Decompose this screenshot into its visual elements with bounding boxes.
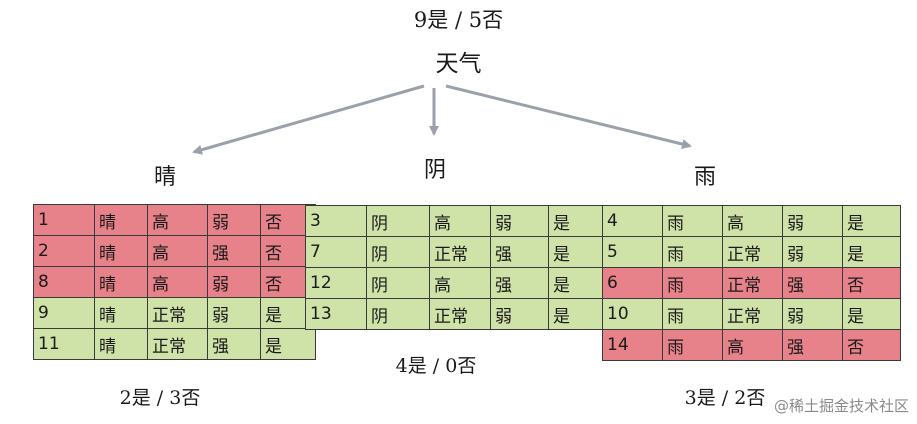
table-cell: 正常: [147, 328, 208, 360]
branch-label-rain: 雨: [693, 165, 716, 190]
table-cell: 雨: [662, 205, 723, 237]
table-cell: 正常: [722, 298, 783, 330]
table-cell: 是: [548, 298, 604, 330]
table-cell: 2: [33, 235, 95, 267]
table-cell: 晴: [94, 235, 148, 267]
table-cell: 弱: [207, 204, 261, 236]
table-cell: 高: [429, 205, 491, 237]
table-cell: 阴: [366, 298, 430, 330]
table-cell: 阴: [366, 205, 430, 237]
table-cell: 10: [602, 298, 663, 330]
table-cell: 强: [782, 329, 843, 361]
table-cell: 4: [602, 205, 663, 237]
table-cell: 弱: [207, 266, 261, 298]
arrow-left: [192, 84, 425, 155]
table-cell: 晴: [94, 266, 148, 298]
summary-rain: 3是 / 2否: [684, 387, 766, 409]
table-cell: 阴: [366, 267, 430, 299]
table-cell: 7: [305, 236, 367, 268]
table-cell: 晴: [94, 328, 148, 360]
table-cell: 弱: [207, 297, 261, 329]
summary-overcast: 4是 / 0否: [395, 355, 477, 377]
table-cell: 强: [207, 235, 261, 267]
table-cell: 13: [305, 298, 367, 330]
table-cell: 弱: [782, 298, 843, 330]
table-cell: 雨: [662, 267, 723, 299]
table-cell: 5: [602, 236, 663, 268]
table-cell: 弱: [782, 236, 843, 268]
table-cell: 正常: [429, 298, 491, 330]
table-cell: 正常: [429, 236, 491, 268]
table-cell: 高: [429, 267, 491, 299]
table-cell: 是: [548, 236, 604, 268]
table-cell: 是: [842, 236, 901, 268]
table-cell: 正常: [722, 236, 783, 268]
table-cell: 是: [842, 205, 901, 237]
table-cell: 11: [33, 328, 95, 360]
table-cell: 是: [548, 267, 604, 299]
arrow-right: [445, 84, 692, 149]
table-cell: 晴: [94, 204, 148, 236]
summary-sunny: 2是 / 3否: [119, 387, 201, 409]
table-cell: 弱: [782, 205, 843, 237]
root-node-label: 天气: [435, 51, 482, 77]
root-count: 9是 / 5否: [413, 8, 504, 32]
table-cell: 强: [490, 236, 549, 268]
table-cell: 高: [147, 266, 208, 298]
table-cell: 是: [260, 328, 316, 360]
table-cell: 雨: [662, 329, 723, 361]
table-cell: 否: [842, 329, 901, 361]
table-cell: 强: [207, 328, 261, 360]
table-cell: 是: [548, 205, 604, 237]
table-cell: 是: [842, 298, 901, 330]
table-cell: 正常: [722, 267, 783, 299]
table-cell: 高: [147, 235, 208, 267]
table-cell: 8: [33, 266, 95, 298]
table-cell: 3: [305, 205, 367, 237]
table-cell: 6: [602, 267, 663, 299]
table-cell: 1: [33, 204, 95, 236]
table-cell: 晴: [94, 297, 148, 329]
branch-label-overcast: 阴: [423, 158, 446, 183]
table-cell: 12: [305, 267, 367, 299]
table-cell: 9: [33, 297, 95, 329]
table-cell: 高: [722, 329, 783, 361]
table-cell: 高: [147, 204, 208, 236]
table-cell: 弱: [490, 298, 549, 330]
table-cell: 弱: [490, 205, 549, 237]
table-cell: 强: [490, 267, 549, 299]
branch-label-sunny: 晴: [153, 165, 176, 190]
table-cell: 雨: [662, 236, 723, 268]
table-cell: 14: [602, 329, 663, 361]
table-cell: 高: [722, 205, 783, 237]
table-cell: 否: [842, 267, 901, 299]
table-cell: 强: [782, 267, 843, 299]
table-cell: 雨: [662, 298, 723, 330]
table-cell: 阴: [366, 236, 430, 268]
table-cell: 正常: [147, 297, 208, 329]
watermark: @稀土掘金技术社区: [773, 397, 909, 415]
